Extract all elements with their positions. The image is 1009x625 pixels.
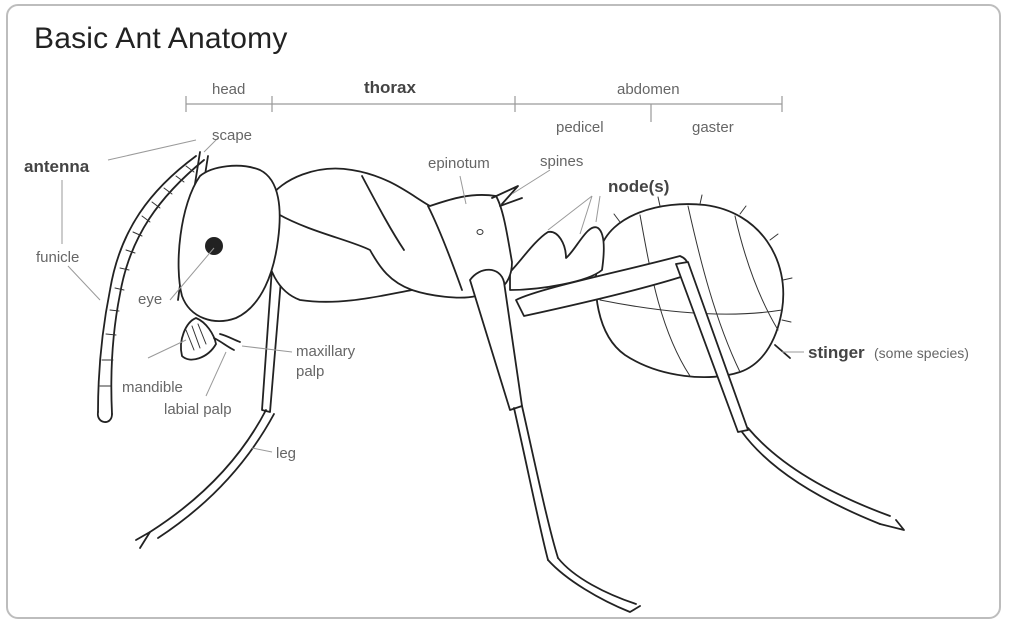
- labial-palp-label: labial palp: [164, 401, 232, 418]
- epinotum-label: epinotum: [428, 155, 490, 172]
- leg-label: leg: [276, 445, 296, 462]
- nodes-label: node(s): [608, 177, 669, 196]
- eye-label: eye: [138, 291, 162, 308]
- compound-eye: [205, 237, 223, 255]
- funicle-label: funicle: [36, 249, 79, 266]
- stinger-label: stinger: [808, 343, 865, 362]
- abdomen-label: abdomen: [617, 81, 680, 98]
- mandible-label: mandible: [122, 379, 183, 396]
- antenna-label: antenna: [24, 157, 90, 176]
- scape-label: scape: [212, 127, 252, 144]
- stinger-note-label: (some species): [874, 345, 969, 361]
- spines-label: spines: [540, 153, 583, 170]
- gaster-label: gaster: [692, 119, 734, 136]
- pedicel-label: pedicel: [556, 119, 604, 136]
- head-label: head: [212, 81, 245, 98]
- maxillary-palp-label-line1: maxillary: [296, 343, 356, 360]
- thorax-label: thorax: [364, 78, 417, 97]
- head: [179, 166, 280, 360]
- maxillary-palp-label-line2: palp: [296, 363, 324, 380]
